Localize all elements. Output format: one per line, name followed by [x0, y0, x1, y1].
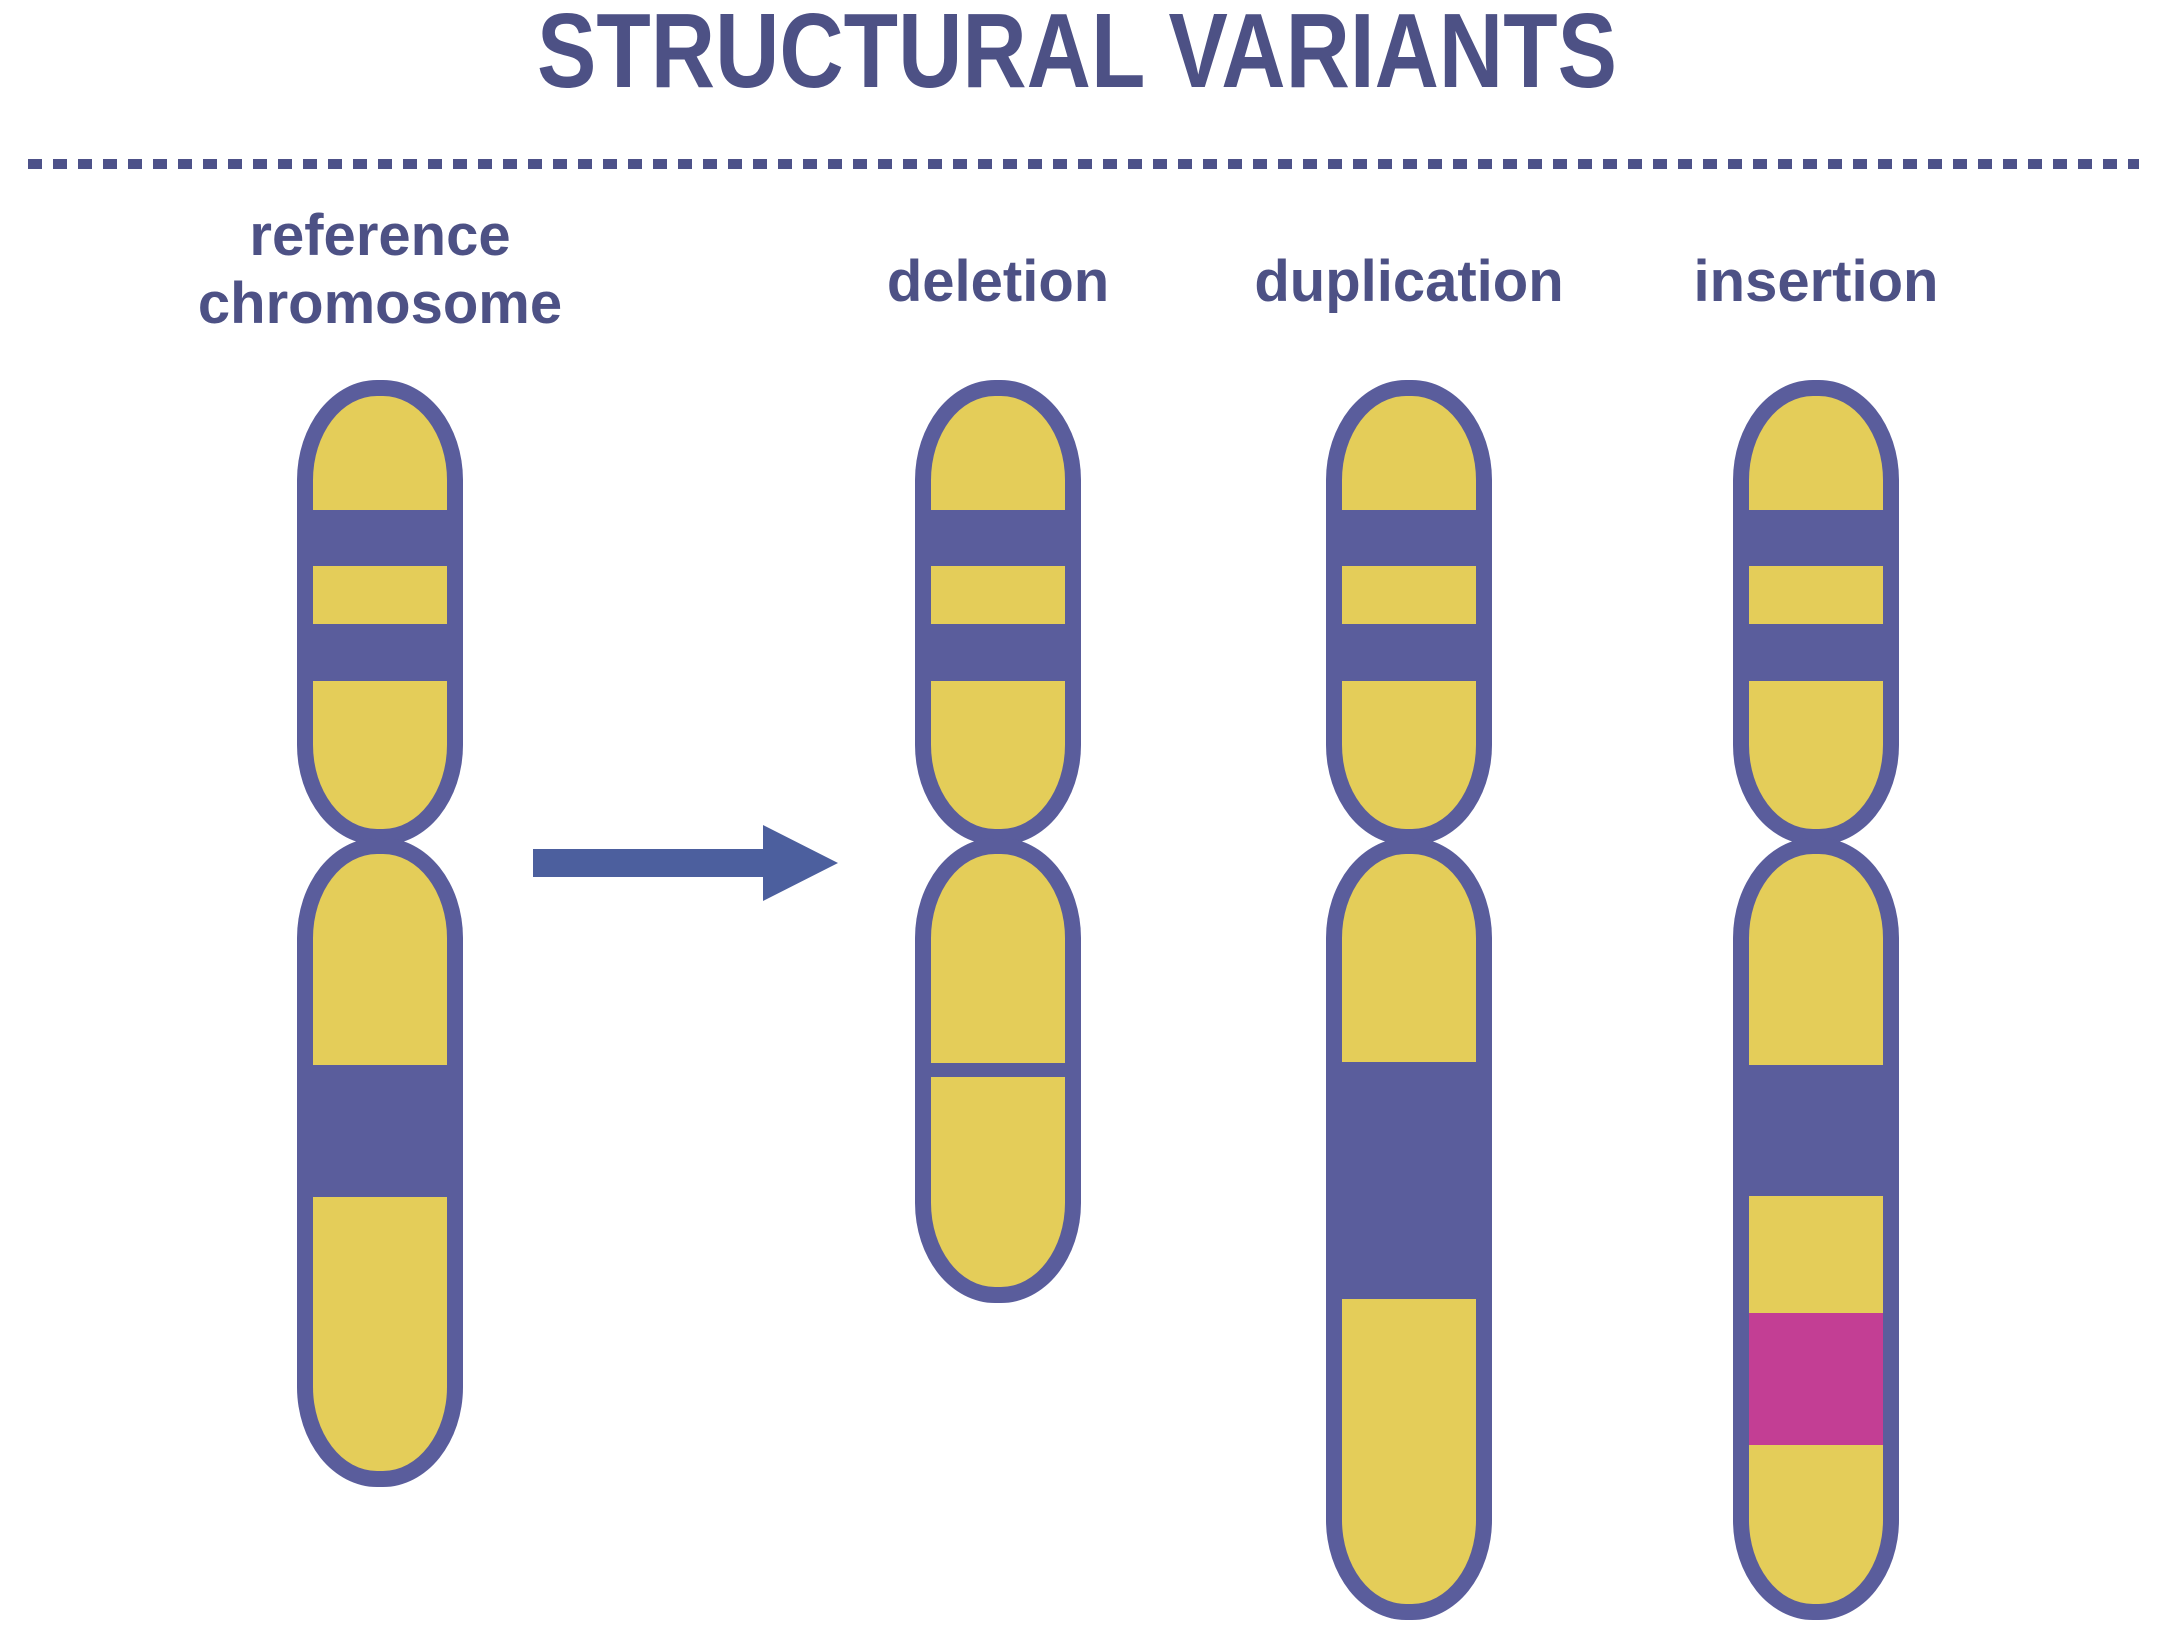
deletion-q-arm-fusion-line: [915, 1063, 1081, 1077]
reference-q-arm-band: [297, 1065, 463, 1197]
reference-p-arm-band-1: [297, 510, 463, 566]
label-duplication: duplication: [1254, 249, 1564, 314]
reference-p-arm-fill: [313, 396, 447, 829]
duplication-p-arm-fill: [1342, 396, 1476, 829]
deletion-p-arm-fill: [931, 396, 1065, 829]
duplication-q-arm-duplicated-band: [1326, 1062, 1492, 1299]
reference-chromosome: [297, 380, 463, 1487]
duplication-chromosome: [1326, 380, 1492, 1620]
insertion-p-arm-fill: [1749, 396, 1883, 829]
label-insertion: insertion: [1693, 249, 1939, 314]
label-reference-chromosome: reference chromosome: [197, 203, 563, 336]
reference-p-arm-band-2: [297, 624, 463, 681]
duplication-p-arm-band-2: [1326, 624, 1492, 681]
arrow-right-icon: [533, 825, 838, 901]
insertion-p-arm-band-1: [1733, 510, 1899, 566]
insertion-p-arm-band-2: [1733, 624, 1899, 681]
deletion-chromosome: [915, 380, 1081, 1303]
deletion-p-arm-band-2: [915, 624, 1081, 681]
dashed-separator: [28, 159, 2139, 169]
page-title: STRUCTURAL VARIANTS: [536, 0, 1618, 110]
insertion-q-arm-inserted-segment: [1749, 1313, 1883, 1445]
insertion-q-arm-band: [1733, 1065, 1899, 1196]
label-deletion: deletion: [886, 249, 1110, 314]
duplication-p-arm-band-1: [1326, 510, 1492, 566]
deletion-p-arm-band-1: [915, 510, 1081, 566]
insertion-q-arm-fill: [1749, 854, 1883, 1604]
insertion-chromosome: [1733, 380, 1899, 1620]
